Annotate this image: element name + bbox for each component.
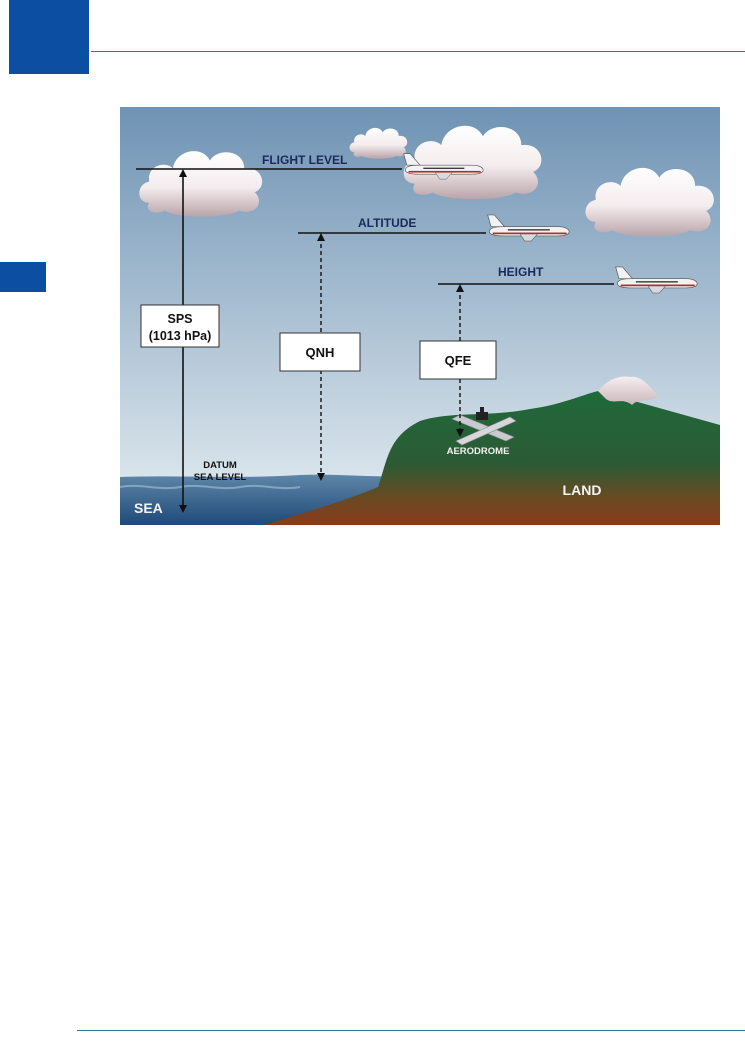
qnh-label: QNH — [306, 345, 335, 360]
qfe-label: QFE — [445, 353, 472, 368]
chapter-side-tab — [0, 262, 46, 292]
height-label: HEIGHT — [498, 265, 544, 279]
control-tower-icon — [476, 412, 488, 420]
land — [265, 391, 720, 525]
aerodrome — [451, 407, 517, 446]
header-rule — [91, 51, 745, 52]
chapter-corner-block — [9, 0, 89, 74]
aerodrome-label: AERODROME — [447, 446, 510, 457]
sps-box — [140, 304, 220, 348]
snow-cap — [598, 376, 658, 405]
land-label: LAND — [563, 482, 602, 498]
sea-wave — [120, 484, 301, 490]
altimetry-diagram-svg: FLIGHT LEVEL ALTITUDE HEIGHT SPS (1013 h… — [120, 107, 720, 525]
qfe-box — [419, 340, 497, 380]
altitude-label: ALTITUDE — [358, 216, 416, 230]
altimetry-diagram: FLIGHT LEVEL ALTITUDE HEIGHT SPS (1013 h… — [120, 107, 720, 525]
sea-label: SEA — [134, 500, 163, 516]
flight-level-label: FLIGHT LEVEL — [262, 153, 347, 167]
footer-rule — [77, 1030, 745, 1031]
sps-pressure-label: (1013 hPa) — [149, 329, 212, 343]
sps-label: SPS — [167, 312, 192, 326]
sea-level-label: SEA LEVEL — [194, 472, 247, 483]
qnh-box — [279, 332, 361, 372]
datum-label: DATUM — [203, 460, 237, 471]
